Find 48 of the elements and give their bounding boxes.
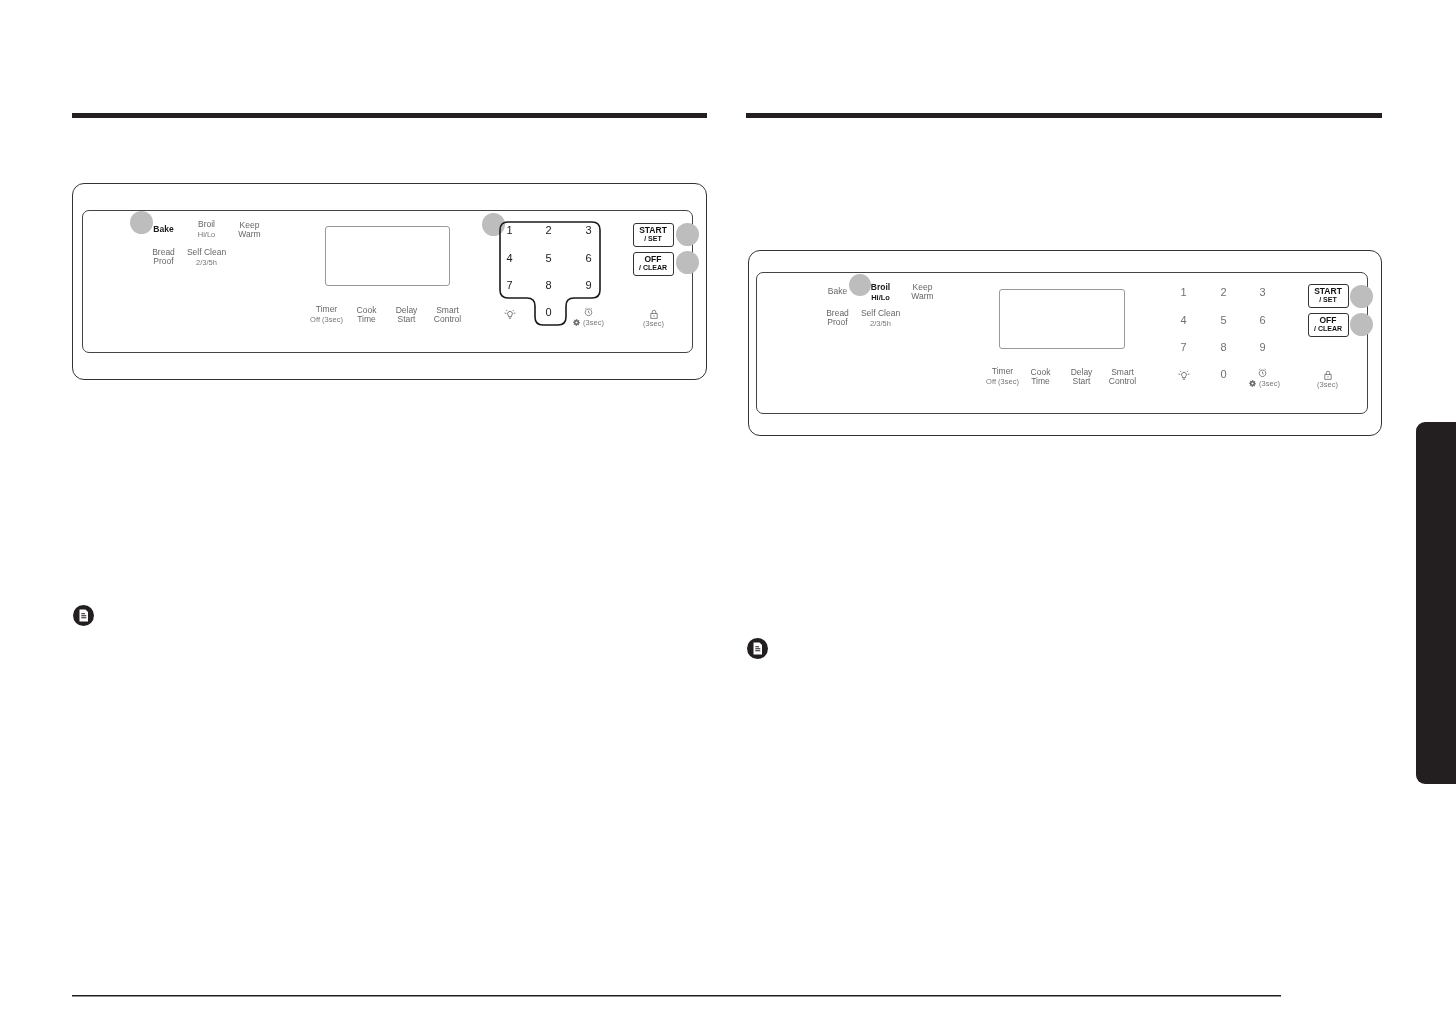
digit-label: 1 [1180,286,1187,299]
digit-label: 0 [1220,368,1227,381]
digit-label: 2 [1220,286,1227,299]
digit-label: 9 [585,279,592,292]
function-label: Broil [198,219,215,230]
function-label: Cook Time [1030,367,1051,386]
display-screen [324,225,450,286]
function-label: Timer [315,304,338,315]
function-label: Bread Proof [826,308,849,327]
function-label: Smart Control [1108,367,1137,386]
function-label: Bake [827,286,848,297]
digit-label: 3 [1259,286,1266,299]
function-label: Broil [870,282,891,293]
function-label: Keep Warm [911,282,934,301]
digit-label: 5 [1220,314,1227,327]
digit-label: 3 [585,224,592,237]
digit-label: 1 [506,224,513,237]
digit-label: 9 [1259,341,1266,354]
function-label: Bake [153,224,174,235]
digit-label: 5 [545,252,552,265]
touch-control-panel [755,271,1368,414]
function-label: Smart Control [433,305,462,324]
callout-dot-icon [848,273,871,296]
digit-label: 4 [506,252,513,265]
control-panel-frame [72,183,707,380]
display-screen [998,288,1125,349]
function-label: Cook Time [356,305,377,324]
function-label: Self Clean [186,247,227,258]
function-label: Delay Start [395,305,418,324]
digit-label: 8 [1220,341,1227,354]
function-label: Keep Warm [238,220,261,239]
function-label: Bread Proof [152,247,175,266]
digit-label: 8 [545,279,552,292]
digit-label: 0 [545,306,552,319]
digit-label: 7 [506,279,513,292]
digit-label: 7 [1180,341,1187,354]
control-panel-frame [748,250,1382,436]
side-tab [1416,422,1456,784]
digit-label: 2 [545,224,552,237]
digit-label: 6 [585,252,592,265]
callout-dot-icon [129,210,153,234]
touch-control-panel [81,209,693,353]
function-label: Delay Start [1070,367,1093,386]
function-label: Timer [991,366,1014,377]
digit-label: 6 [1259,314,1266,327]
callout-dot-icon [481,212,505,236]
digit-label: 4 [1180,314,1187,327]
function-label: Self Clean [860,308,901,319]
